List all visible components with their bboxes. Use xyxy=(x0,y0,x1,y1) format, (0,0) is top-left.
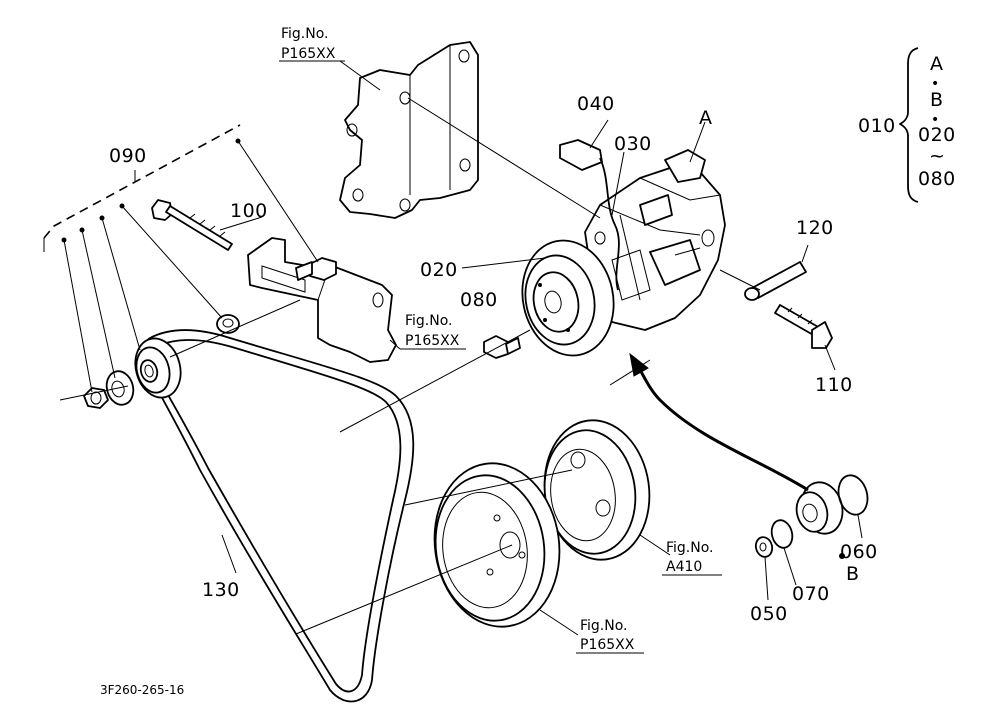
fig-ref-bottom-prefix: Fig.No. xyxy=(580,618,628,634)
leader-lines xyxy=(59,60,863,636)
group-bracket-090 xyxy=(43,124,319,393)
label-010: 010 xyxy=(858,115,896,137)
label-020: 020 xyxy=(420,259,458,281)
group-010-a: A xyxy=(930,53,944,75)
group-010-dot-2: • xyxy=(931,112,940,128)
label-080: 080 xyxy=(460,289,498,311)
fig-ref-mid-prefix: Fig.No. xyxy=(405,313,453,329)
label-100: 100 xyxy=(230,200,268,222)
label-assembly-a: A xyxy=(699,107,713,129)
group-010-tilde: ~ xyxy=(929,145,945,167)
label-110: 110 xyxy=(815,374,853,396)
label-090: 090 xyxy=(109,145,147,167)
v-belt-130 xyxy=(141,329,415,703)
snap-ring-060 xyxy=(837,474,869,516)
group-010-to: 080 xyxy=(918,168,956,190)
idler-pulley xyxy=(134,337,182,399)
connector-040 xyxy=(559,139,620,291)
fig-ref-mid-number: P165XX xyxy=(405,333,460,349)
group-010-from: 020 xyxy=(918,124,956,146)
tensioner-bracket xyxy=(247,237,397,363)
ac-compressor xyxy=(584,149,726,331)
snap-ring-070 xyxy=(770,519,794,549)
diagram-code: 3F260-265-16 xyxy=(100,683,184,697)
bolt-110 xyxy=(774,304,833,349)
label-060: 060 xyxy=(840,541,878,563)
bolt-090-upper xyxy=(295,257,337,281)
label-120: 120 xyxy=(796,217,834,239)
label-030: 030 xyxy=(614,133,652,155)
nut xyxy=(83,387,109,409)
fig-ref-crank-pulley: Fig.No. A410 xyxy=(662,540,722,576)
label-130: 130 xyxy=(202,579,240,601)
fig-ref-crank-prefix: Fig.No. xyxy=(666,540,714,556)
shim-050 xyxy=(754,536,774,558)
fig-ref-crank-number: A410 xyxy=(666,559,702,575)
nut-lower xyxy=(216,314,240,334)
label-070: 070 xyxy=(792,583,830,605)
fig-ref-bottom-pulley: Fig.No. P165XX xyxy=(576,618,644,654)
group-010-dot-1: • xyxy=(931,76,940,92)
bolt-080 xyxy=(483,335,521,359)
label-040: 040 xyxy=(577,93,615,115)
group-010-b: B xyxy=(930,89,944,111)
clutch-pulley-020 xyxy=(521,239,615,357)
arrow-to-compressor xyxy=(629,352,809,492)
group-bracket-010 xyxy=(899,47,919,203)
label-assembly-b: B xyxy=(846,563,860,585)
bolt-100 xyxy=(151,199,233,251)
fig-ref-mid-bracket: Fig.No. P165XX xyxy=(389,313,466,350)
crankshaft-pulley xyxy=(543,419,651,561)
thermal-switch-120 xyxy=(744,261,807,301)
compressor-mount-bracket xyxy=(339,41,479,219)
water-pump-pulley xyxy=(433,462,561,628)
label-050: 050 xyxy=(750,603,788,625)
marker-dot-b xyxy=(839,553,845,559)
bearing-b xyxy=(795,481,844,535)
fig-ref-bottom-number: P165XX xyxy=(580,637,635,653)
fig-ref-top-prefix: Fig.No. xyxy=(281,26,329,42)
fig-ref-top-number: P165XX xyxy=(281,46,336,62)
fig-ref-top-bracket: Fig.No. P165XX xyxy=(279,26,345,62)
